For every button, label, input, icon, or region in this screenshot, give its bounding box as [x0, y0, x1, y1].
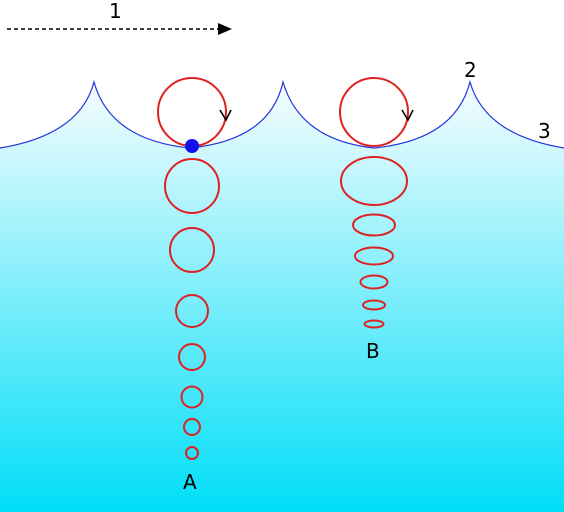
orbit-column-b — [339, 77, 409, 329]
label-column-b: B — [366, 339, 380, 363]
orbit-b-6 — [362, 299, 386, 311]
orbit-a-6 — [180, 385, 204, 409]
orbit-a-4 — [175, 294, 209, 328]
orbit-a-8 — [185, 446, 199, 460]
chevron-down-icon — [219, 109, 232, 122]
orbit-b-3 — [352, 213, 396, 237]
chevron-down-icon — [401, 109, 414, 122]
orbit-b-7 — [363, 319, 385, 329]
particle-dot-icon — [185, 139, 199, 153]
orbit-a-2 — [164, 158, 220, 214]
orbit-b-5 — [359, 274, 389, 290]
orbit-b-4 — [354, 246, 394, 266]
label-direction: 1 — [109, 0, 122, 23]
label-crest: 2 — [464, 58, 477, 82]
orbit-b-1 — [339, 77, 409, 147]
wave-surface-line — [0, 79, 564, 149]
label-column-a: A — [183, 470, 197, 494]
orbit-a-7 — [183, 418, 201, 436]
orbit-column-a — [157, 77, 227, 460]
orbit-a-1 — [157, 77, 227, 147]
label-surface: 3 — [538, 119, 551, 143]
orbit-a-5 — [178, 343, 206, 371]
water-body — [0, 82, 564, 512]
orbit-a-3 — [169, 227, 215, 273]
orbit-b-2 — [340, 156, 408, 206]
